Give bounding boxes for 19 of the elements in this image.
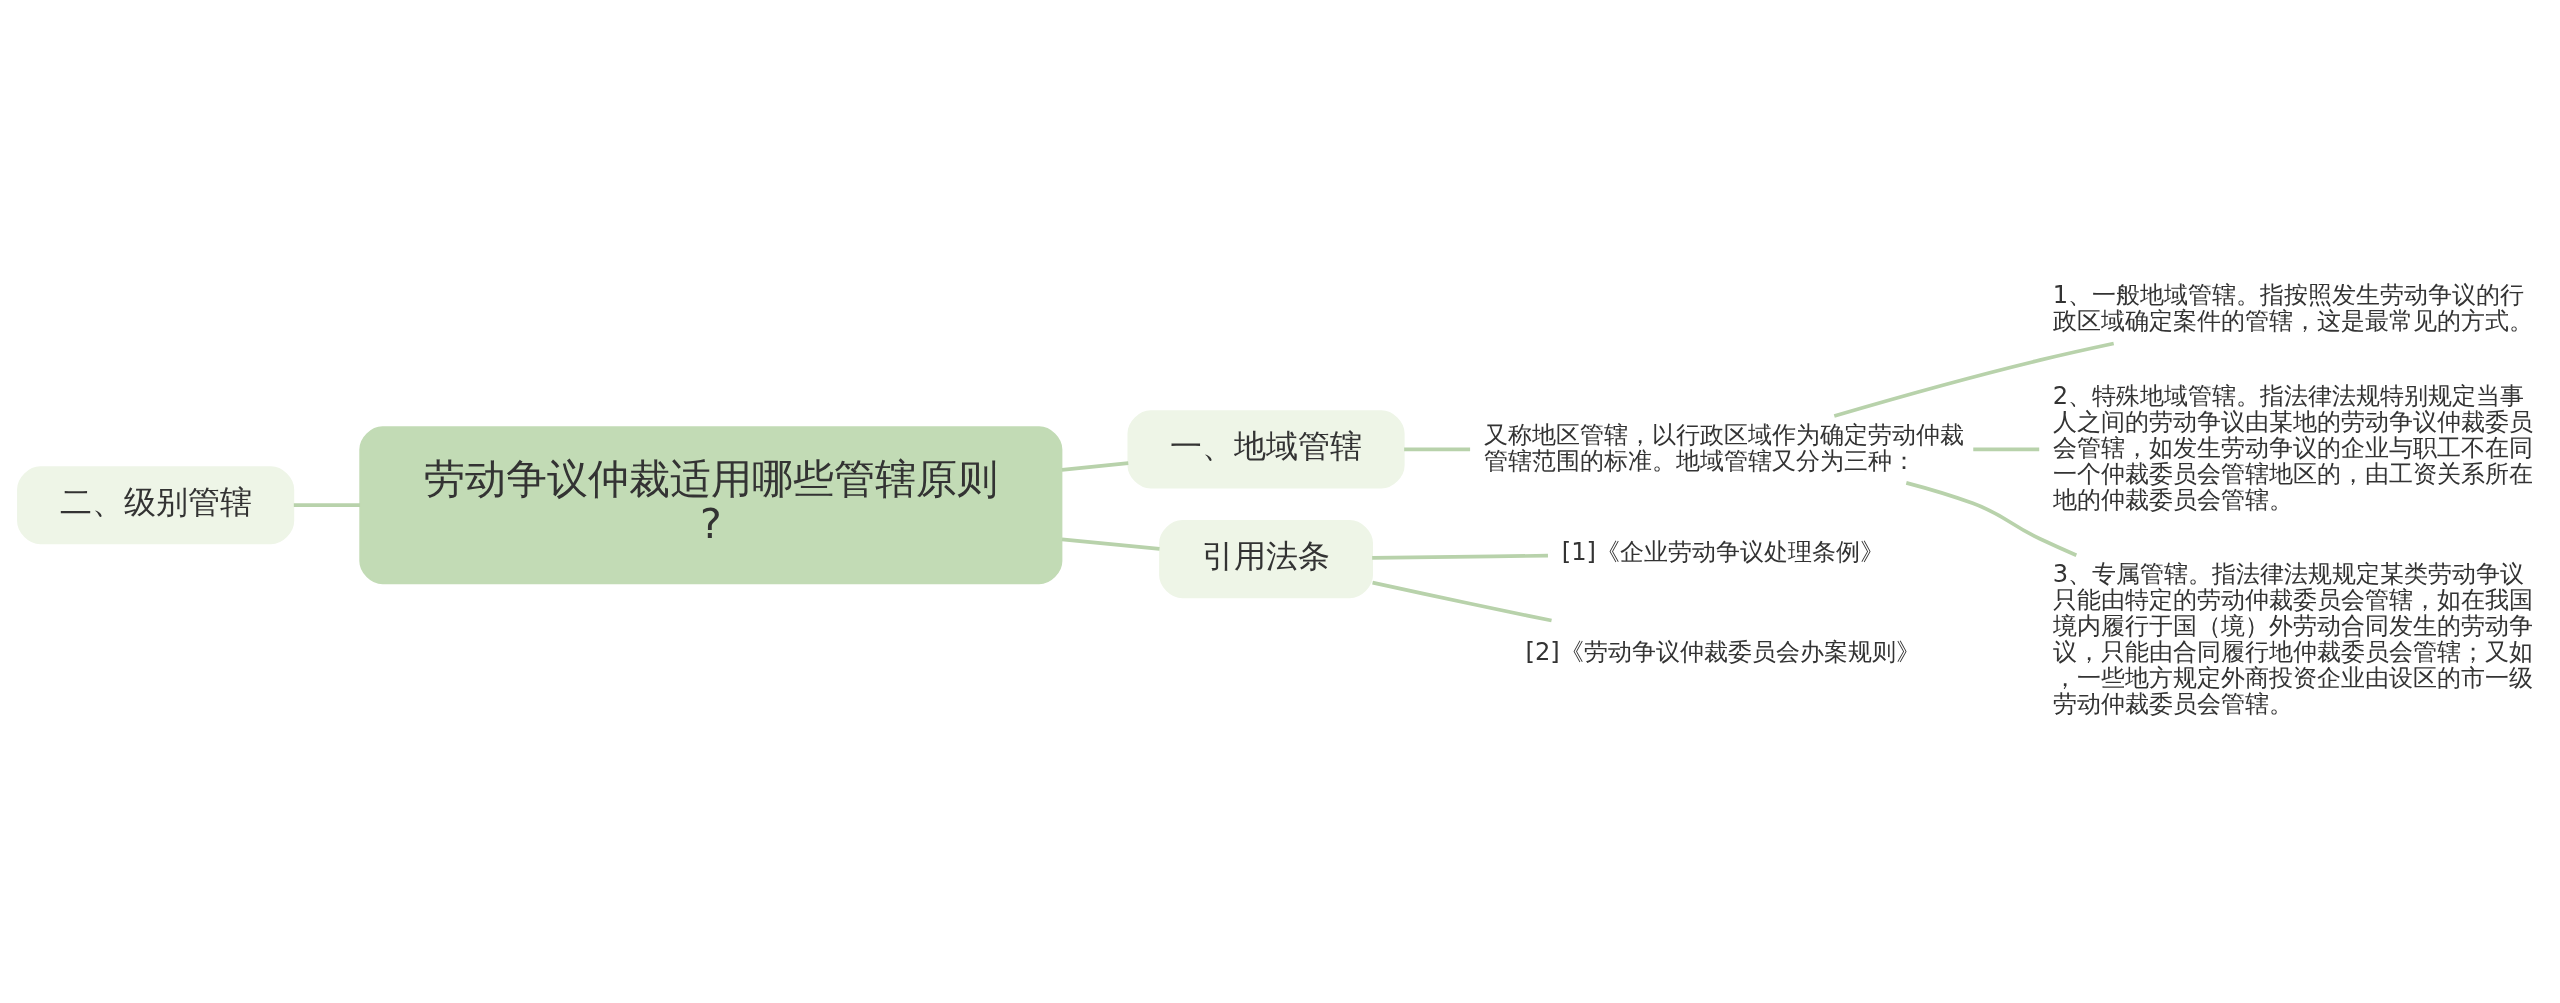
- connector: [293, 503, 361, 508]
- connector: [1404, 447, 1471, 452]
- connector: [1061, 461, 1129, 472]
- node-box: 劳动争议仲裁适用哪些管辖原则?: [359, 426, 1063, 585]
- node-box: 引用法条: [1159, 520, 1373, 599]
- node-box: 一、地域管辖: [1127, 410, 1405, 489]
- connector: [1905, 481, 2078, 557]
- node-box: 二、级别管辖: [17, 466, 295, 545]
- node-text: [2]《劳动争议仲裁委员会办案规则》: [1525, 638, 1920, 667]
- node-text: 1、一般地域管辖。指按照发生劳动争议的行政区域确定案件的管辖，这是最常见的方式。: [2052, 281, 2533, 336]
- node-text: [1]《企业劳动争议处理条例》: [1561, 537, 1885, 566]
- connector: [1833, 341, 2115, 418]
- node-text: 又称地区管辖，以行政区域作为确定劳动仲裁管辖范围的标准。地域管辖又分为三种：: [1483, 420, 1964, 475]
- connector: [1061, 537, 1160, 551]
- node-text: 2、特殊地域管辖。指法律法规特别规定当事人之间的劳动争议由某地的劳动争议仲裁委员会管辖，如发生劳动争议的企业与职工不在同一个仲裁委员会管辖地区的，由工资关系所在地的仲裁委员会管辖。: [2052, 381, 2533, 514]
- connector: [1973, 447, 2040, 452]
- node-text: 3、专属管辖。指法律法规规定某类劳动争议只能由特定的劳动仲裁委员会管辖，如在我国境内履行于国（境）外劳动合同发生的劳动争议，只能由合同履行地仲裁委员会管辖；又如，一些地方规定外商投资企业由设区的市一级劳动仲裁委员会管辖。: [2052, 560, 2533, 719]
- connector: [1372, 553, 1548, 560]
- connector: [1372, 580, 1552, 623]
